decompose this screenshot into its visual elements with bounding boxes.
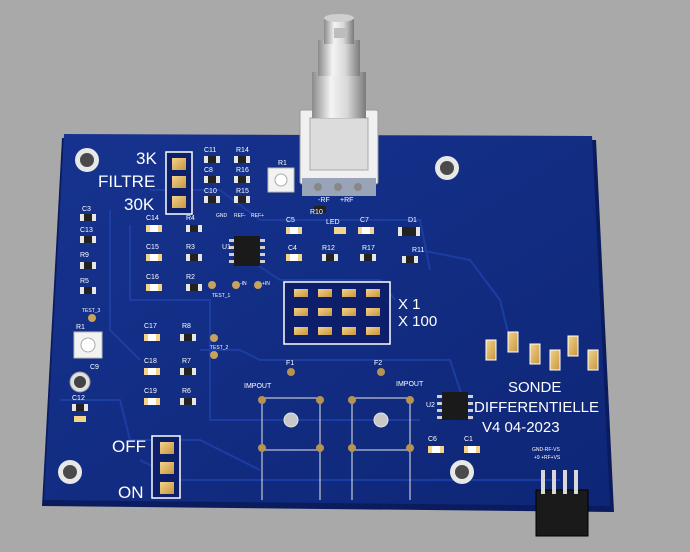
power-label-on: ON bbox=[118, 483, 144, 502]
bnc-label-minus: -RF bbox=[318, 197, 330, 204]
ref-c5: C5 bbox=[286, 217, 295, 224]
impout-label-left: IMPOUT bbox=[244, 383, 272, 390]
impout-label-right: IMPOUT bbox=[396, 381, 424, 388]
fuse-label-f1: F1 bbox=[286, 360, 295, 367]
bnc-label-plus: +RF bbox=[340, 197, 354, 204]
ref-u1: U1 bbox=[222, 244, 231, 251]
impout-right bbox=[351, 397, 411, 500]
ref-r8: R8 bbox=[182, 323, 191, 330]
ref-r16: R16 bbox=[236, 167, 249, 174]
test-label-1: TEST_1 bbox=[212, 293, 231, 299]
impout-pins bbox=[258, 368, 414, 452]
ref-r1-top: R1 bbox=[278, 160, 287, 167]
gain-label-x100: X 100 bbox=[398, 313, 438, 330]
power-switch bbox=[151, 435, 181, 499]
smd-components bbox=[72, 156, 480, 453]
ref-r15: R15 bbox=[236, 188, 249, 195]
connector-label-1: GND-RF-VS bbox=[532, 447, 560, 453]
filter-label-filtre: FILTRE bbox=[98, 172, 156, 191]
ref-r6: R6 bbox=[182, 388, 191, 395]
filter-label-3k: 3K bbox=[136, 149, 157, 168]
ref-r1-left: R1 bbox=[76, 324, 85, 331]
ref-u2: U2 bbox=[426, 402, 435, 409]
power-label-off: OFF bbox=[112, 437, 146, 456]
ic-u1 bbox=[229, 236, 265, 266]
filter-label-30k: 30K bbox=[124, 195, 155, 214]
ref-c18: C18 bbox=[144, 358, 157, 365]
ref-c19: C19 bbox=[144, 388, 157, 395]
ref-r14: R14 bbox=[236, 147, 249, 154]
bnc-connector bbox=[299, 14, 379, 196]
ref-d1: D1 bbox=[408, 217, 417, 224]
gain-jumper-block bbox=[283, 281, 391, 345]
ref-c15: C15 bbox=[146, 244, 159, 251]
ref-r4: R4 bbox=[186, 215, 195, 222]
bnc-label-led: LED bbox=[326, 219, 340, 226]
board-title-line3: V4 04-2023 bbox=[482, 419, 560, 436]
ref-r2: R2 bbox=[186, 274, 195, 281]
ref-r3: R3 bbox=[186, 244, 195, 251]
ref-r12: R12 bbox=[322, 245, 335, 252]
ref-c1: C1 bbox=[464, 436, 473, 443]
test-label-2: TEST_2 bbox=[210, 345, 229, 351]
mounting-holes bbox=[58, 148, 474, 484]
u1-pin-gnd: GND bbox=[216, 213, 228, 219]
ref-r7: R7 bbox=[182, 358, 191, 365]
ref-c16: C16 bbox=[146, 274, 159, 281]
board-title-line1: SONDE bbox=[508, 379, 562, 396]
ref-c7: C7 bbox=[360, 217, 369, 224]
ref-c14: C14 bbox=[146, 215, 159, 222]
ref-r17: R17 bbox=[362, 245, 375, 252]
u1-pin-ref-plus: REF+ bbox=[251, 213, 264, 219]
ref-c13: C13 bbox=[80, 227, 93, 234]
fuse-label-f2: F2 bbox=[374, 360, 383, 367]
ref-c9: C9 bbox=[90, 364, 99, 371]
ref-c3: C3 bbox=[82, 206, 91, 213]
ref-r9: R9 bbox=[80, 252, 89, 259]
ref-r10: R10 bbox=[310, 209, 323, 216]
ref-c10: C10 bbox=[204, 188, 217, 195]
ref-r5: R5 bbox=[80, 278, 89, 285]
in-plus-label: +IN bbox=[262, 281, 270, 287]
gain-label-x1: X 1 bbox=[398, 296, 421, 313]
ref-c6: C6 bbox=[428, 436, 437, 443]
ic-u2 bbox=[437, 392, 473, 420]
right-side-pads bbox=[485, 331, 599, 371]
trimmer-r1-left bbox=[73, 331, 103, 359]
ref-c4: C4 bbox=[288, 245, 297, 252]
filter-switch bbox=[165, 151, 193, 215]
pin-header bbox=[535, 470, 589, 537]
test-label-3: TEST_3 bbox=[82, 308, 101, 314]
impout-left bbox=[261, 397, 321, 500]
ref-c11: C11 bbox=[204, 147, 217, 154]
ref-c12: C12 bbox=[72, 395, 85, 402]
in-minus-label: -IN bbox=[240, 281, 247, 287]
board-title-line2: DIFFERENTIELLE bbox=[474, 399, 600, 416]
connector-label-2: +9 +RF+VS bbox=[534, 455, 561, 461]
trimmer-r1-top bbox=[267, 167, 295, 193]
electrolytic-c9 bbox=[69, 371, 91, 393]
test-pads bbox=[88, 281, 262, 359]
u1-pin-ref-minus: REF- bbox=[234, 213, 246, 219]
ref-c8: C8 bbox=[204, 167, 213, 174]
ref-r11: R11 bbox=[412, 247, 425, 254]
ref-c17: C17 bbox=[144, 323, 157, 330]
